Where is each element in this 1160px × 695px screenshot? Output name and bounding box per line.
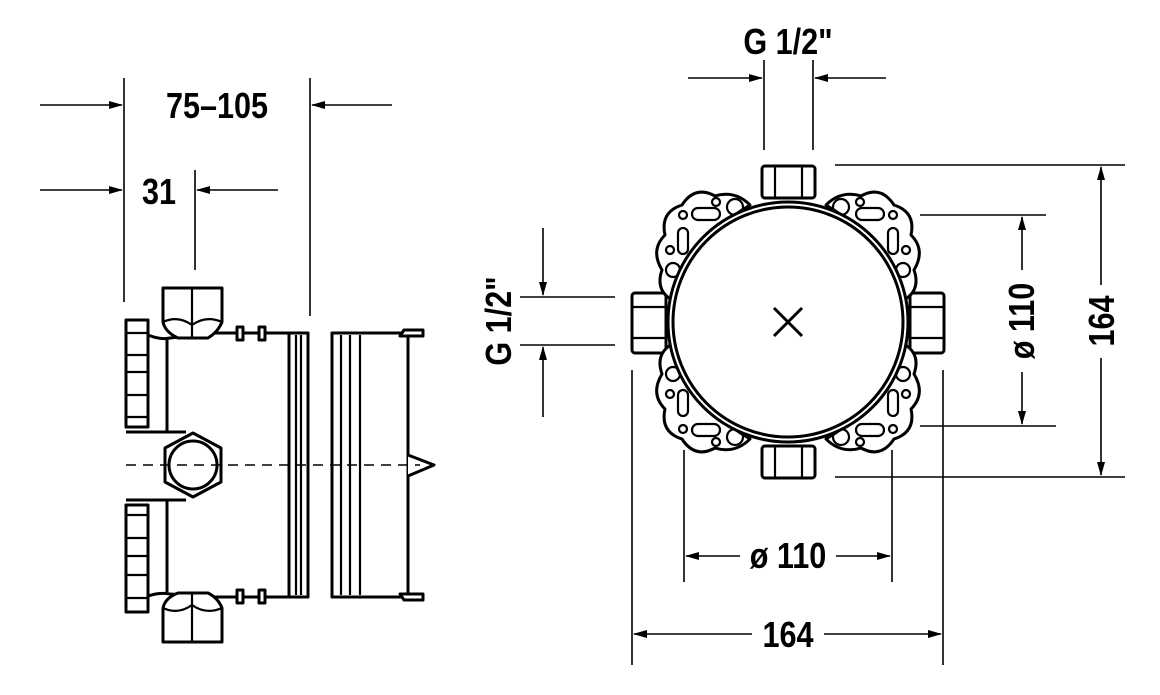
dimension-outer-width: 164 [631,370,944,665]
dimension-side-connection: G 1/2" [480,228,615,417]
dimension-flange-depth: 31 [40,170,278,270]
fitting-bottom [760,444,817,480]
dimension-outer-height: 164 [835,164,1125,478]
outer-height-label: 164 [1083,295,1123,346]
dimension-top-connection: G 1/2" [688,23,886,150]
flange-depth-label: 31 [142,173,176,213]
depth-range-label: 75–105 [166,87,268,127]
inner-diameter-horizontal-label: ø 110 [750,537,827,577]
fitting-right [908,291,946,355]
inner-diameter-vertical-label: ø 110 [1003,283,1043,360]
dimension-depth-range: 75–105 [40,78,392,316]
dimension-inner-diameter-horizontal: ø 110 [683,450,893,582]
dimension-inner-diameter-vertical: ø 110 [920,214,1056,427]
side-connection-label: G 1/2" [480,276,520,365]
front-view-body [630,164,946,480]
top-connection-label: G 1/2" [743,23,832,63]
fitting-top [760,164,817,200]
outer-width-label: 164 [762,616,813,656]
fitting-left [630,291,668,355]
side-view-body [124,286,310,644]
